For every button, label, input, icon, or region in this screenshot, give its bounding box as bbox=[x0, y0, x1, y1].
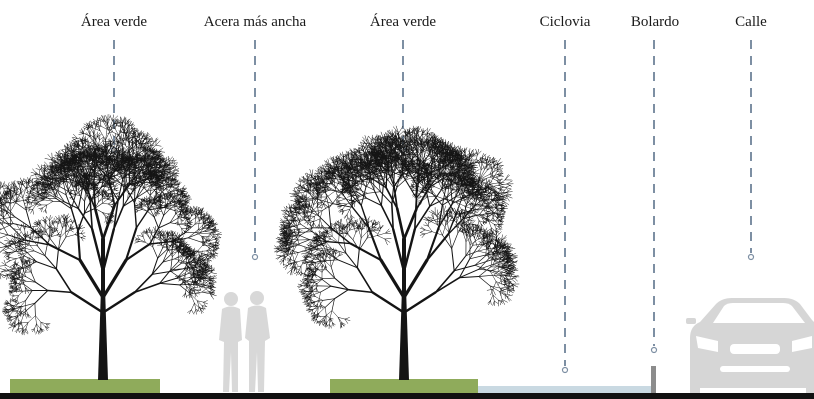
tree-icon bbox=[273, 125, 520, 380]
car-icon bbox=[686, 298, 814, 393]
leader-bolardo-end bbox=[650, 346, 658, 354]
leader-calle-end bbox=[747, 253, 755, 261]
bike-lane bbox=[478, 386, 654, 393]
label-ciclovia: Ciclovia bbox=[539, 14, 591, 30]
tree-icon bbox=[0, 114, 222, 380]
leader-acera-end bbox=[251, 253, 259, 261]
bollard-icon bbox=[651, 366, 656, 393]
label-calle: Calle bbox=[735, 14, 767, 30]
green-strip-2 bbox=[330, 379, 478, 393]
label-bolardo: Bolardo bbox=[630, 14, 680, 30]
ground-line bbox=[0, 393, 814, 399]
green-strip-1 bbox=[10, 379, 160, 393]
label-area-verde-2: Área verde bbox=[369, 14, 437, 30]
leader-ciclovia-end bbox=[561, 366, 569, 374]
leader-lines bbox=[110, 40, 755, 374]
pedestrians-icon bbox=[219, 291, 270, 392]
label-acera: Acera más ancha bbox=[203, 14, 307, 30]
label-area-verde-1: Área verde bbox=[80, 14, 148, 30]
